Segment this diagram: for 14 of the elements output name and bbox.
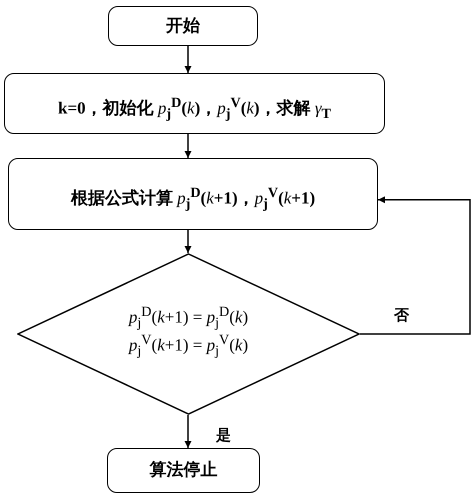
arrow [360,196,471,335]
arrow [184,230,192,253]
arrow [184,134,192,158]
process-box: 根据公式计算 p$_{j}$$^{D}$(k+1)，p$_{j}$$^{V}$(k+1) [8,158,378,230]
arrow [184,415,192,448]
arrow [184,46,192,73]
condition-text: p$_{j}$$^{V}$(k+1) = p$_{j}$$^{V}$(k) [127,332,250,360]
edge-label: 否 [392,306,411,325]
end-box: 算法停止 [107,448,260,493]
decision-diamond [17,253,360,415]
start-box: 开始 [108,6,258,46]
edge-label: 是 [214,426,233,445]
condition-text: p$_{j}$$^{D}$(k+1) = p$_{j}$$^{D}$(k) [127,304,250,332]
process-box: k=0，初始化 p$_{j}$$^{D}$(k)，p$_{j}$$^{V}$(k)，求解 γ$_{T}$ [4,73,385,134]
